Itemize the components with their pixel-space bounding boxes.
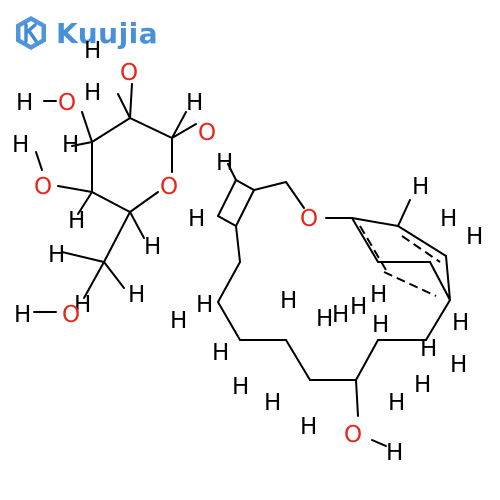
- bond: [359, 225, 387, 271]
- bond: [171, 111, 187, 139]
- bond: [445, 255, 451, 301]
- bond: [351, 217, 379, 263]
- atom-h: H: [12, 132, 29, 158]
- bond: [91, 117, 131, 143]
- atom-h: H: [440, 206, 457, 232]
- atom-h: H: [412, 174, 429, 200]
- atom-h: H: [350, 294, 367, 320]
- atom-h: H: [466, 224, 483, 250]
- atom-h: H: [264, 390, 281, 416]
- atom-h: H: [420, 336, 437, 362]
- atom-o: O: [198, 120, 216, 146]
- bond: [129, 211, 145, 239]
- bond: [235, 225, 241, 263]
- atom-h: H: [128, 282, 145, 308]
- bond: [83, 261, 105, 299]
- atom-h: H: [68, 208, 85, 234]
- bond: [285, 181, 305, 209]
- atom-h: H: [216, 150, 233, 176]
- bond: [103, 261, 125, 289]
- atom-h: H: [14, 302, 31, 328]
- atoms: H O H O H H H H O O O H H H H H H O H H …: [12, 38, 483, 466]
- atom-o: O: [62, 302, 80, 328]
- atom-o: O: [344, 422, 362, 448]
- bond: [253, 181, 287, 191]
- bond: [71, 141, 93, 147]
- atom-o: O: [120, 60, 138, 86]
- atom-h: H: [386, 440, 403, 466]
- bond: [91, 191, 131, 213]
- atom-h: H: [332, 302, 349, 328]
- bond: [57, 185, 93, 193]
- atom-h: H: [84, 38, 101, 64]
- atom-h: H: [170, 308, 187, 334]
- bond: [77, 191, 93, 215]
- bond: [235, 189, 255, 227]
- atom-h: H: [188, 206, 205, 232]
- bond: [217, 301, 241, 341]
- atom-h: H: [232, 374, 249, 400]
- bond: [117, 93, 131, 119]
- atom-h: H: [370, 282, 387, 308]
- bond: [81, 111, 93, 143]
- atom-o: O: [300, 206, 318, 232]
- bond: [429, 261, 451, 301]
- bond: [397, 199, 411, 227]
- atom-h: H: [388, 390, 405, 416]
- bond: [401, 235, 441, 263]
- atom-h: H: [316, 306, 333, 332]
- atom-h: H: [74, 292, 91, 318]
- atom-h: H: [186, 90, 203, 116]
- bond: [103, 211, 131, 263]
- atom-h: H: [144, 234, 161, 260]
- watermark-text: Kuujia: [56, 16, 159, 50]
- atom-o: O: [160, 174, 178, 200]
- atom-h: H: [452, 310, 469, 336]
- bond: [235, 179, 255, 191]
- bond: [129, 83, 133, 119]
- bond: [425, 299, 451, 341]
- bond: [217, 179, 237, 217]
- watermark-logo: Kuujia: [12, 14, 158, 52]
- atom-h: H: [48, 242, 65, 268]
- bond: [227, 163, 237, 181]
- bond: [35, 151, 43, 171]
- bond: [61, 251, 105, 263]
- bond: [397, 225, 447, 257]
- bond: [171, 123, 197, 139]
- bond: [351, 217, 399, 227]
- atom-h: H: [196, 292, 213, 318]
- bond: [355, 379, 359, 417]
- atom-h: H: [414, 372, 431, 398]
- atom-h: H: [212, 340, 229, 366]
- atom-h: H: [450, 352, 467, 378]
- bond: [371, 439, 387, 447]
- atom-h: H: [16, 90, 33, 116]
- bond: [355, 339, 379, 381]
- atom-h: H: [372, 312, 389, 338]
- atom-o: O: [34, 174, 52, 200]
- atom-h: H: [300, 414, 317, 440]
- bond: [217, 215, 237, 227]
- k-badge-icon: [16, 16, 46, 50]
- bond: [129, 117, 173, 139]
- atom-o: O: [58, 90, 76, 116]
- bond: [217, 261, 241, 303]
- bond: [285, 339, 311, 381]
- bond: [383, 271, 437, 297]
- atom-h: H: [62, 132, 79, 158]
- atom-h: H: [84, 80, 101, 106]
- bond: [129, 191, 159, 213]
- atom-h: H: [280, 288, 297, 314]
- bonds: [33, 83, 451, 447]
